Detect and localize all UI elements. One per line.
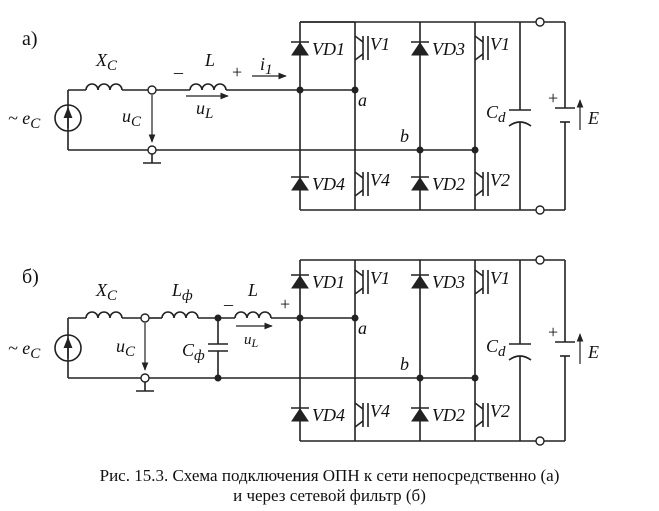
panel-a-label: а) [22, 28, 38, 50]
caption-line-2: и через сетевой фильтр (б) [233, 486, 426, 505]
vd3-diode-symbol [411, 275, 429, 289]
vd4-diode-symbol [291, 177, 309, 191]
e-label: E [587, 108, 599, 128]
node-bottom [147, 145, 157, 155]
i1-label: i1 [260, 54, 273, 78]
v2-label: V2 [490, 170, 510, 190]
l-inductor [189, 83, 227, 91]
ac-source-symbol [54, 104, 82, 132]
panel-a: а) ~ eC XC uC L – + uL i1 [8, 17, 599, 215]
uc-label: uC [122, 106, 142, 130]
v1a-label: V1 [370, 34, 390, 54]
panel-b: б) ~ eC XC Lф uC Cф L – + uL [8, 255, 599, 446]
vd2-label: VD2 [432, 174, 465, 194]
figure-caption: Рис. 15.3. Схема подключения ОПН к сети … [0, 466, 659, 506]
xc-inductor [85, 311, 123, 319]
vd1-diode-symbol [291, 275, 309, 289]
l-minus: – [173, 62, 184, 82]
ac-source-symbol [54, 334, 82, 362]
lf-label: Lф [171, 280, 193, 304]
node-a-label: a [358, 90, 367, 110]
node-b-label: b [400, 354, 409, 374]
vd2-diode-symbol [411, 408, 429, 422]
vd4-label: VD4 [312, 174, 345, 194]
node-a-label: a [358, 318, 367, 338]
vd3-diode-symbol [411, 42, 429, 56]
v1b-label: V1 [490, 268, 510, 288]
battery-plus: + [548, 88, 558, 108]
xc-inductor [85, 83, 123, 91]
uc-label: uC [116, 336, 136, 360]
xc-label: XC [95, 50, 118, 74]
vd1-label: VD1 [312, 272, 345, 292]
cf-label: Cф [182, 340, 205, 364]
l-plus: + [280, 294, 290, 314]
vd4-label: VD4 [312, 405, 345, 425]
l-inductor [234, 311, 272, 319]
vd3-label: VD3 [432, 39, 465, 59]
vd2-diode-symbol [411, 177, 429, 191]
v1a-label: V1 [370, 268, 390, 288]
ul-label: uL [244, 332, 259, 350]
vd2-label: VD2 [432, 405, 465, 425]
panel-b-label: б) [22, 266, 39, 288]
v4-label: V4 [370, 170, 390, 190]
v2-label: V2 [490, 401, 510, 421]
e-label: E [587, 342, 599, 362]
caption-line-1: Рис. 15.3. Схема подключения ОПН к сети … [99, 466, 560, 485]
l-minus: – [223, 294, 234, 314]
vd1-diode-symbol [291, 42, 309, 56]
v1b-label: V1 [490, 34, 510, 54]
node-b-label: b [400, 126, 409, 146]
cd-label: Cd [486, 102, 506, 126]
vd4-diode-symbol [291, 408, 309, 422]
xc-label: XC [95, 280, 118, 304]
source-label: ~ eC [8, 338, 41, 362]
node-xc-out [140, 313, 150, 323]
lf-inductor [161, 311, 199, 319]
l-plus: + [232, 62, 242, 82]
battery-plus: + [548, 322, 558, 342]
ul-label: uL [196, 98, 213, 122]
node-bottom [140, 373, 150, 383]
source-label: ~ eC [8, 108, 41, 132]
circuit-diagram: а) ~ eC XC uC L – + uL i1 [8, 17, 599, 446]
node-xc-out [147, 85, 157, 95]
cd-label: Cd [486, 336, 506, 360]
vd3-label: VD3 [432, 272, 465, 292]
l-label: L [247, 280, 258, 300]
v4-label: V4 [370, 401, 390, 421]
vd1-label: VD1 [312, 39, 345, 59]
l-label: L [204, 50, 215, 70]
